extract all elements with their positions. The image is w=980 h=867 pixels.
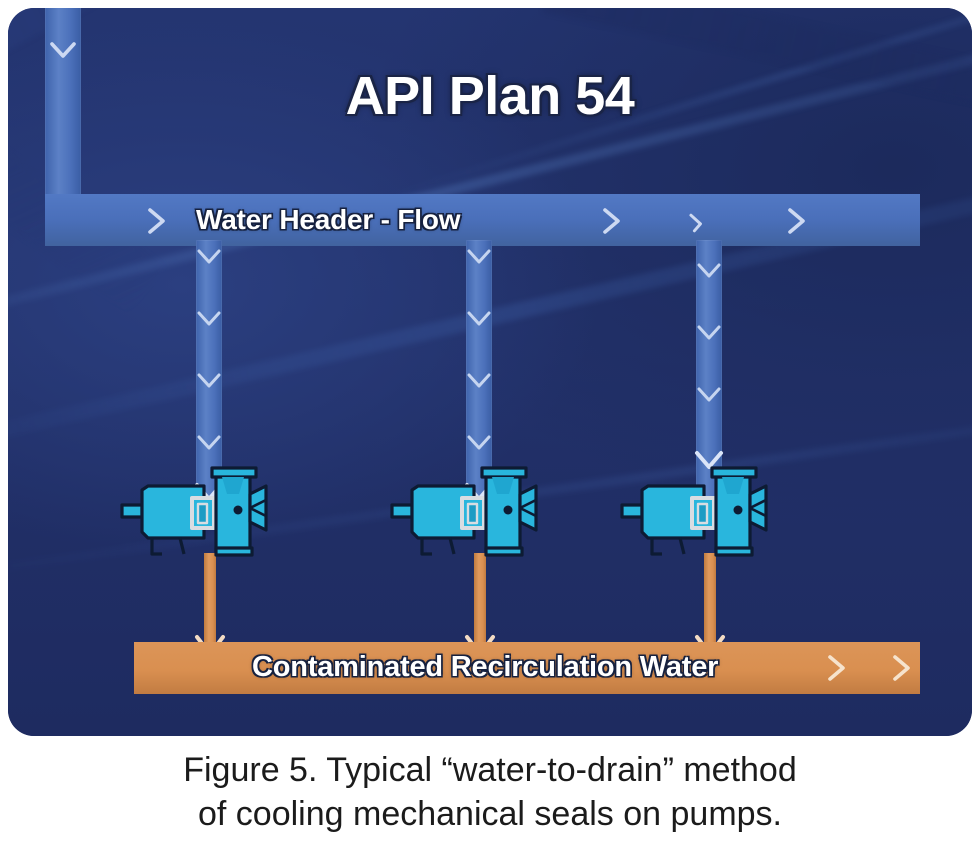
- chevron-down-icon: [195, 308, 223, 330]
- water-header-bar: [45, 194, 920, 246]
- chevron-down-icon: [48, 38, 78, 64]
- drain-pipe-3: [704, 553, 716, 649]
- contaminated-water-label: Contaminated Recirculation Water: [252, 651, 719, 683]
- chevron-down-icon: [195, 246, 223, 268]
- chevron-right-icon: [143, 206, 173, 236]
- figure-caption: Figure 5. Typical “water-to-drain” metho…: [0, 748, 980, 836]
- supply-drop-pipe-1: [196, 240, 222, 502]
- centrifugal-pump-icon: [118, 460, 270, 564]
- chevron-down-icon: [693, 448, 725, 474]
- chevron-down-icon: [465, 308, 493, 330]
- supply-drop-pipe-2: [466, 240, 492, 502]
- chevron-right-icon: [783, 206, 813, 236]
- chevron-right-icon: [888, 653, 918, 683]
- chevron-down-icon: [695, 260, 723, 282]
- caption-line-2: of cooling mechanical seals on pumps.: [198, 795, 782, 833]
- contaminated-water-drain-bar: [134, 642, 920, 694]
- chevron-right-icon: [684, 210, 710, 236]
- figure-title: API Plan 54: [345, 66, 635, 126]
- chevron-right-icon: [823, 653, 853, 683]
- chevron-down-icon: [465, 246, 493, 268]
- centrifugal-pump-icon: [388, 460, 540, 564]
- water-header-label: Water Header - Flow: [196, 204, 461, 235]
- drain-pipe-1: [204, 553, 216, 649]
- chevron-down-icon: [195, 370, 223, 392]
- drain-pipe-2: [474, 553, 486, 649]
- figure-panel: Water Header - Flow API Plan 54: [8, 8, 972, 736]
- chevron-down-icon: [695, 322, 723, 344]
- centrifugal-pump-icon: [618, 460, 770, 564]
- caption-line-1: Figure 5. Typical “water-to-drain” metho…: [183, 751, 797, 789]
- chevron-down-icon: [195, 432, 223, 454]
- chevron-down-icon: [695, 384, 723, 406]
- chevron-down-icon: [465, 370, 493, 392]
- chevron-right-icon: [598, 206, 628, 236]
- chevron-down-icon: [465, 432, 493, 454]
